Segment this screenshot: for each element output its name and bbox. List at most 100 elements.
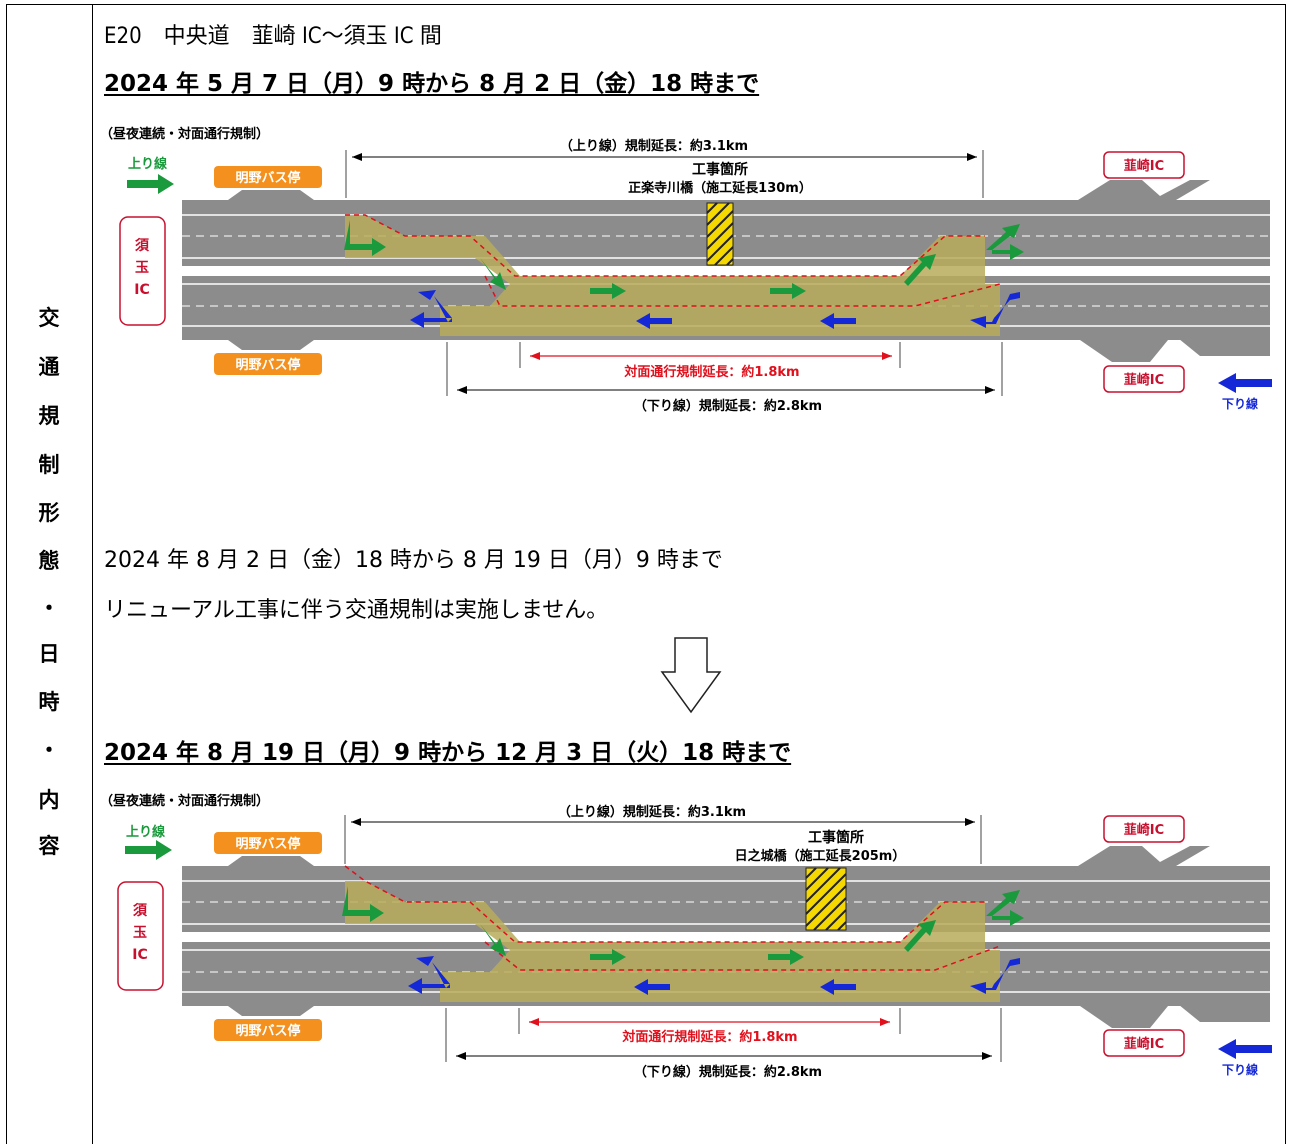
bus-stop-label: 明野バス停: [235, 357, 300, 373]
ic-left-label: 玉: [135, 260, 149, 276]
green-arrow-icon: [480, 258, 506, 290]
green-arrow-icon: [590, 283, 626, 299]
regulation-diagram-1: （昼夜連続・対面通行規制） 上り線 明野バス停 明野バス停 須 玉 IC 工事箇…: [100, 126, 1272, 414]
face-to-face-label: 対面通行規制延長：約1.8km: [621, 1029, 797, 1045]
down-direction-arrow-icon: [1218, 373, 1272, 393]
bus-stop-badge: [214, 166, 322, 188]
green-arrow-icon: [904, 254, 936, 286]
green-arrow-icon: [904, 920, 936, 952]
work-site-bridge: 正楽寺川橋（施工延長130m）: [628, 180, 812, 196]
ic-ramp: [1078, 180, 1210, 200]
down-direction-arrow-icon: [1218, 1039, 1272, 1059]
up-line-label: 上り線: [128, 156, 168, 172]
regulation-diagram-2: （昼夜連続・対面通行規制） 上り線 明野バス停 明野バス停 須 玉 IC 工事箇…: [100, 793, 1272, 1080]
up-direction-arrow-icon: [127, 174, 174, 194]
ic-ramp: [1080, 1006, 1168, 1028]
up-length-label: （上り線）規制延長：約3.1km: [558, 804, 746, 820]
bus-stop-badge: [214, 1019, 322, 1041]
no-regulation-period: 2024 年 8 月 2 日（金）18 時から 8 月 19 日（月）9 時まで: [104, 548, 723, 573]
down-length-label: （下り線）規制延長：約2.8km: [634, 398, 822, 414]
next-arrow-2: [660, 637, 722, 714]
up-line-label: 上り線: [126, 824, 166, 840]
ic-right-label: 韮崎IC: [1124, 1036, 1164, 1052]
bus-stop-badge: [214, 832, 322, 854]
ic-right-label: 韮崎IC: [1124, 822, 1164, 838]
bus-stop-label: 明野バス停: [235, 1023, 300, 1039]
ic-left-label: 須: [132, 903, 148, 919]
face-to-face-label: 対面通行規制延長：約1.8km: [623, 364, 799, 380]
blue-arrow-icon: [820, 979, 856, 995]
bus-bay: [228, 856, 314, 866]
bus-stop-label: 明野バス停: [235, 170, 300, 186]
green-arrow-icon: [342, 886, 384, 922]
work-site-label: 工事箇所: [808, 829, 864, 846]
bus-stop-label: 明野バス停: [235, 836, 300, 852]
green-arrow-icon: [986, 890, 1024, 926]
period2-title: 2024 年 8 月 19 日（月）9 時から 12 月 3 日（火）18 時ま…: [104, 740, 792, 766]
side-label-char: 交: [38, 306, 60, 330]
ic-left-label: 須: [134, 238, 150, 254]
side-label-char: 制: [38, 453, 60, 477]
side-label-char: ・: [38, 596, 60, 620]
side-label-char: 内: [38, 788, 60, 812]
ic-right-label: 韮崎IC: [1124, 158, 1164, 174]
green-arrow-icon: [590, 949, 626, 965]
blue-arrow-icon: [970, 292, 1020, 328]
ic-right-box: [1103, 151, 1185, 179]
down-line-label: 下り線: [1222, 396, 1258, 411]
side-label: 交 通 規 制 形 態 ・ 日 時 ・ 内 容: [6, 0, 92, 1144]
side-label-char: 規: [38, 404, 60, 428]
green-arrow-icon: [770, 283, 806, 299]
ic-ramp: [1080, 340, 1168, 362]
ic-left-label: 玉: [133, 925, 147, 941]
side-label-char: 容: [38, 834, 60, 858]
route-heading: E20 中央道 韮崎 IC～須玉 IC 間: [104, 24, 442, 49]
work-site-label: 工事箇所: [692, 161, 748, 178]
side-label-char: 時: [38, 690, 60, 714]
side-label-char: 日: [38, 642, 60, 666]
green-arrow-icon: [344, 220, 386, 256]
side-label-char: 態: [38, 549, 60, 573]
blue-arrow-icon: [408, 956, 450, 994]
table-divider: [92, 4, 93, 1144]
bus-bay: [228, 1006, 314, 1016]
regulation-boundary: [484, 941, 1001, 971]
down-line-label: 下り線: [1222, 1062, 1258, 1077]
down-length-label: （下り線）規制延長：約2.8km: [634, 1064, 822, 1080]
next-down-arrow-icon: [660, 637, 722, 714]
table-frame: [6, 4, 1286, 1144]
period1-title: 2024 年 5 月 7 日（月）9 時から 8 月 2 日（金）18 時まで: [104, 71, 760, 97]
ic-left-box: [119, 216, 166, 326]
regulation-zone: [345, 881, 1000, 1002]
ic-right-box: [1103, 365, 1185, 393]
no-regulation-notice: リニューアル工事に伴う交通規制は実施しません。: [104, 598, 609, 623]
regulation-boundary: [345, 214, 985, 277]
ic-right-box: [1103, 815, 1185, 843]
ic-right-label: 韮崎IC: [1124, 372, 1164, 388]
bus-stop-badge: [214, 353, 322, 375]
side-label-char: ・: [38, 738, 60, 762]
green-arrow-icon: [480, 924, 506, 956]
bus-bay: [228, 340, 314, 350]
work-site-hatch: [805, 867, 847, 931]
blue-arrow-icon: [820, 313, 856, 329]
regulation-boundary: [344, 865, 985, 943]
bus-bay: [228, 190, 314, 200]
blue-arrow-icon: [410, 290, 452, 328]
ic-left-label: IC: [134, 282, 149, 298]
side-label-char: 形: [38, 501, 60, 525]
green-arrow-icon: [986, 224, 1024, 260]
green-arrow-icon: [768, 949, 804, 965]
regulation-type: （昼夜連続・対面通行規制）: [100, 126, 269, 142]
ic-left-label: IC: [132, 947, 147, 963]
regulation-type: （昼夜連続・対面通行規制）: [100, 793, 269, 809]
side-label-char: 通: [38, 355, 60, 379]
blue-arrow-icon: [636, 313, 672, 329]
work-site-bridge: 日之城橋（施工延長205m）: [735, 848, 906, 864]
up-direction-arrow-icon: [125, 840, 172, 860]
ic-left-box: [117, 881, 164, 991]
blue-arrow-icon: [634, 979, 670, 995]
work-site-hatch: [706, 202, 734, 266]
up-length-label: （上り線）規制延長：約3.1km: [560, 138, 748, 154]
ic-right-box: [1103, 1029, 1185, 1057]
